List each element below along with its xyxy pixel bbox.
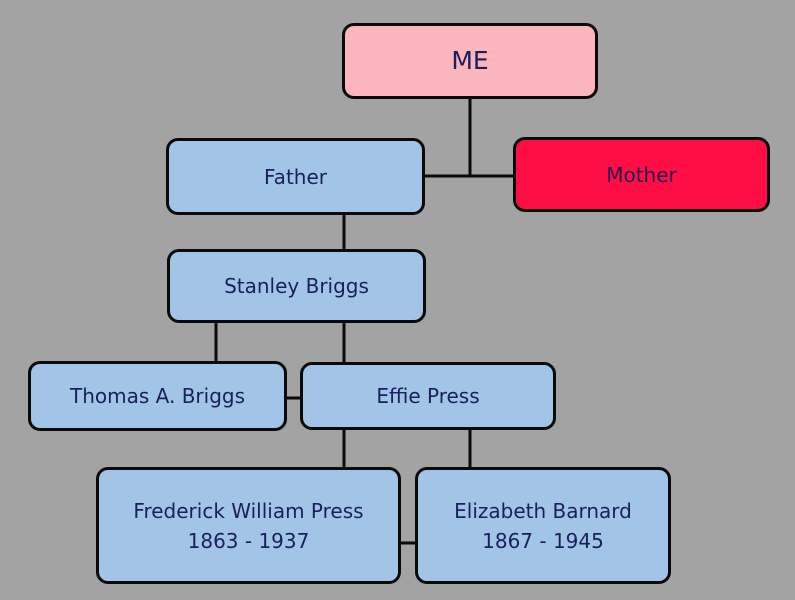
node-name: ME xyxy=(451,46,489,75)
node-me: ME xyxy=(342,23,598,99)
node-name: Thomas A. Briggs xyxy=(70,384,245,408)
node-frederick-press: Frederick William Press 1863 - 1937 xyxy=(96,467,401,584)
node-dates: 1867 - 1945 xyxy=(482,528,604,553)
node-stanley-briggs: Stanley Briggs xyxy=(167,249,426,323)
node-thomas-briggs: Thomas A. Briggs xyxy=(28,361,287,431)
node-elizabeth-barnard: Elizabeth Barnard 1867 - 1945 xyxy=(415,467,671,584)
node-name: Stanley Briggs xyxy=(224,274,369,298)
node-mother: Mother xyxy=(513,137,770,212)
node-name: Elizabeth Barnard xyxy=(454,498,632,523)
node-name: Father xyxy=(264,164,327,189)
node-effie-press: Effie Press xyxy=(300,362,556,430)
node-name: Effie Press xyxy=(376,384,480,408)
node-name: Frederick William Press xyxy=(133,498,364,523)
node-dates: 1863 - 1937 xyxy=(187,528,310,553)
node-name: Mother xyxy=(606,162,677,187)
node-father: Father xyxy=(166,138,425,215)
